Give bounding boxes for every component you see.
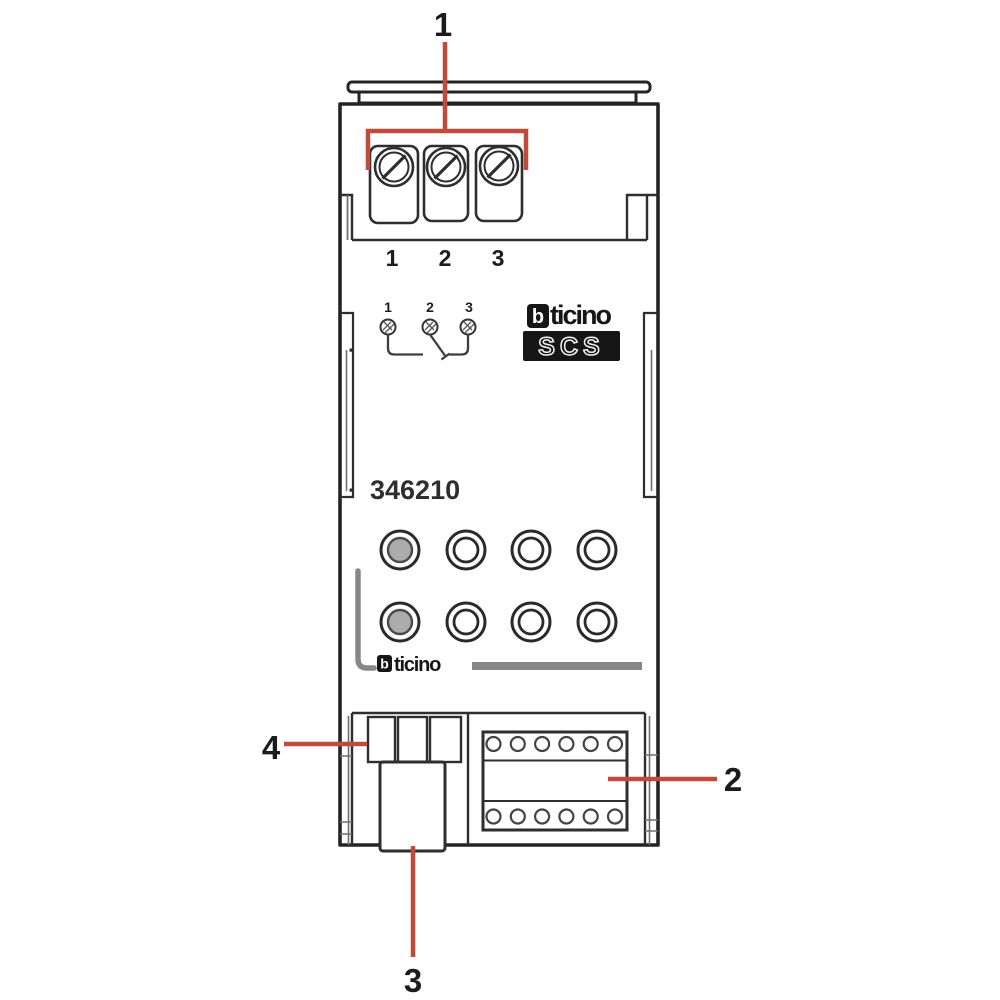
auxiliary-slot xyxy=(428,715,463,764)
connector-pin-hole xyxy=(533,735,551,753)
side-latch-slot-left xyxy=(340,311,355,499)
configurator-socket xyxy=(445,529,487,571)
bticino-b-small: b xyxy=(380,656,389,672)
connector-pin-hole xyxy=(558,808,575,825)
corner-bracket xyxy=(355,568,377,671)
auxiliary-slot xyxy=(366,715,397,764)
configurator-socket-filled xyxy=(379,529,421,571)
terminal-number-1: 1 xyxy=(386,245,399,271)
bticino-wordmark-small: ticino xyxy=(394,654,441,676)
schematic-number-2: 2 xyxy=(426,299,434,315)
connector-pin-hole xyxy=(582,808,599,825)
scs-text: SCS xyxy=(538,333,604,361)
callout-3-label: 3 xyxy=(404,962,422,999)
contact-screw-icon xyxy=(421,318,439,336)
switch-arm xyxy=(429,333,447,358)
contact-screw-hatching xyxy=(382,321,475,334)
scs-box xyxy=(523,331,620,361)
contact-screw-icons xyxy=(379,318,477,336)
configurator-socket-filled xyxy=(379,601,421,643)
terminal-number-3: 3 xyxy=(492,245,505,271)
connector-pin-hole xyxy=(485,808,502,825)
connector-pin-hole xyxy=(509,735,526,753)
connector-pin-hole xyxy=(606,808,624,825)
bticino-b-square xyxy=(527,304,549,328)
top-cover-step xyxy=(357,90,638,105)
contact-screw-icon xyxy=(379,318,397,336)
scs-logo: SCS xyxy=(523,331,620,362)
bus-tab-connector xyxy=(378,760,447,853)
bticino-logo-small: b ticino xyxy=(377,654,442,676)
scs-bus-connector-body xyxy=(481,730,629,832)
accent-bar xyxy=(472,662,642,670)
side-latch-slots xyxy=(340,311,658,499)
contact-wiring xyxy=(386,333,470,361)
screw-terminal-icon xyxy=(373,146,415,188)
side-latch-slot-right xyxy=(642,311,658,499)
schematic-number-1: 1 xyxy=(384,299,392,315)
auxiliary-slots xyxy=(366,715,463,764)
bticino-wordmark: ticino xyxy=(550,300,612,330)
callout-4-label: 4 xyxy=(262,729,281,766)
screw-terminal-icon xyxy=(425,146,467,188)
terminal-number-2: 2 xyxy=(439,245,452,271)
callout-1-bracket xyxy=(365,128,529,170)
connector-pin-holes xyxy=(485,735,624,825)
auxiliary-slot xyxy=(396,715,429,764)
model-number: 346210 xyxy=(370,475,460,505)
callout-1-label: 1 xyxy=(434,6,452,43)
connector-pin-hole xyxy=(558,735,575,753)
connector-pin-hole xyxy=(533,808,551,825)
bticino-b: b xyxy=(532,306,544,328)
screw-terminal-icon xyxy=(478,145,520,187)
switch-arm-tip xyxy=(440,352,451,361)
connector-pin-hole xyxy=(485,735,502,753)
screw-terminal-icons xyxy=(373,145,520,188)
connector-pin-hole xyxy=(606,735,624,753)
callout-lines xyxy=(284,42,717,957)
configurator-socket xyxy=(576,529,618,571)
configurator-sockets xyxy=(379,529,618,643)
configurator-socket xyxy=(510,529,552,571)
terminal-recess xyxy=(340,193,658,242)
relay-contact-schematic: 1 2 3 xyxy=(379,299,477,361)
connector-pin-hole xyxy=(509,808,526,825)
connector-pin-hole xyxy=(582,735,599,753)
bottom-edge-detail-left xyxy=(340,716,352,845)
output-terminal-block: 1 2 3 xyxy=(368,144,524,271)
schematic-number-3: 3 xyxy=(465,299,473,315)
configurator-socket xyxy=(576,601,618,643)
contact-screw-icon xyxy=(459,318,477,336)
recess-left-step xyxy=(340,193,354,240)
scs-bus-connector xyxy=(481,730,629,832)
configurator-socket xyxy=(445,601,487,643)
bticino-b-square-small xyxy=(377,655,392,672)
bticino-logo: b ticino xyxy=(527,300,614,330)
bottom-section xyxy=(340,711,658,853)
callout-2-label: 2 xyxy=(724,761,742,798)
configurator-socket xyxy=(510,601,552,643)
